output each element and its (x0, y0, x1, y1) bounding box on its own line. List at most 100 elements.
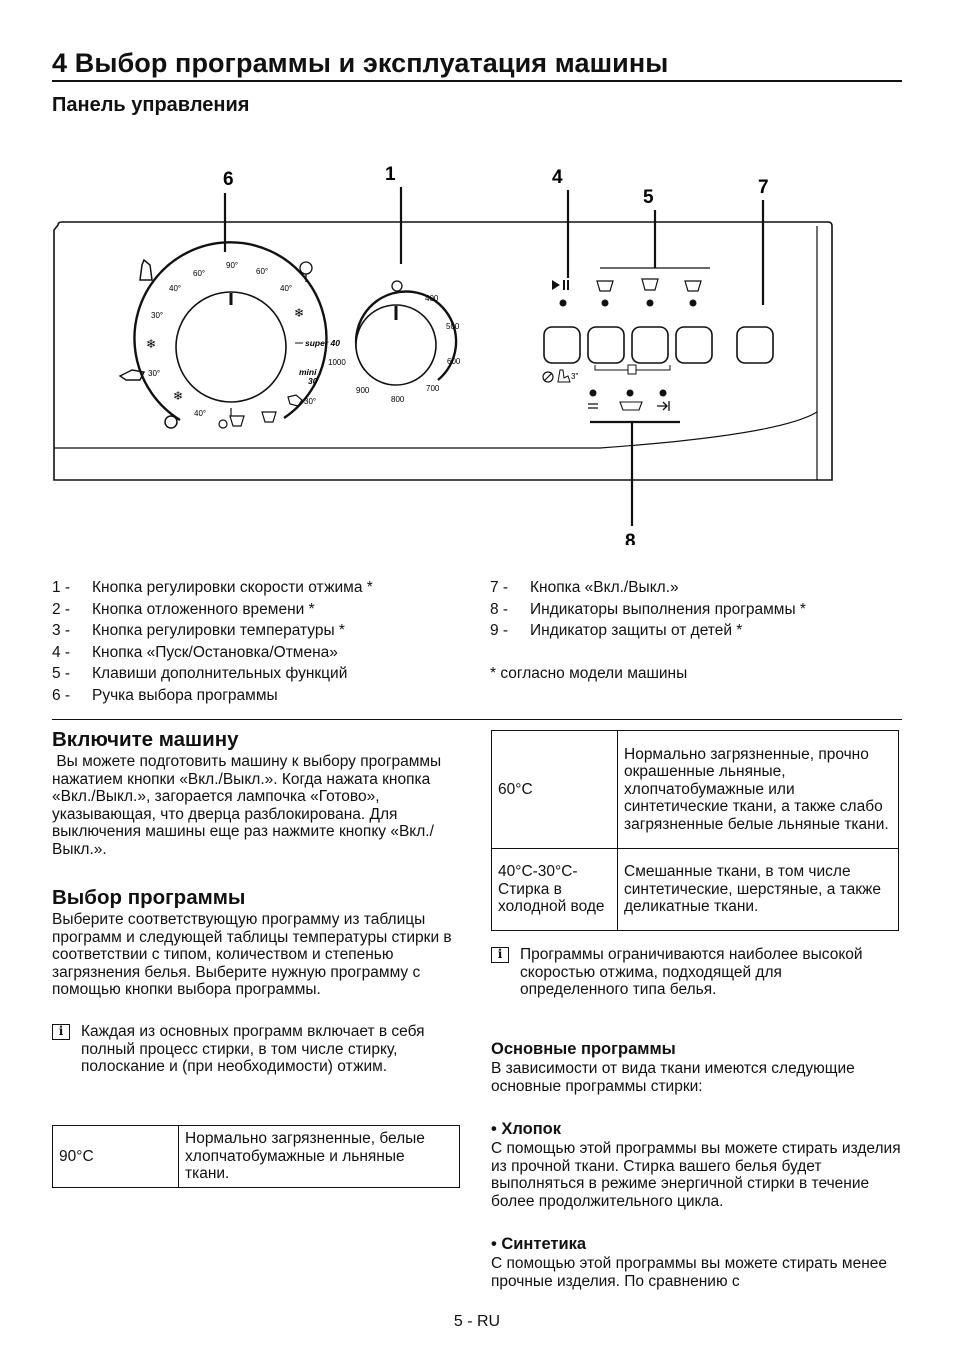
option-button-prewash[interactable] (587, 326, 625, 364)
spin-speed-label: 800 (391, 395, 405, 404)
table-cell-desc: Нормально загрязненные, белые хлопчатобу… (178, 1125, 460, 1188)
prewash-icon (596, 280, 614, 292)
rinse-tub-icon (229, 415, 245, 427)
table-row: 40°C-30°C- Стирка в холодной воде Смешан… (491, 848, 899, 931)
legend-item: 6 -Ручка выбора программы (52, 686, 278, 704)
table-cell-desc: Смешанные ткани, в том числе синтетическ… (617, 848, 899, 931)
table-row: 60°C Нормально загрязненные, прочно окра… (491, 730, 899, 849)
dial-temp-label: 60° (256, 267, 268, 276)
shirt-icon (287, 394, 303, 407)
legend-item: 5 -Клавиши дополнительных функций (52, 665, 348, 682)
dial-temp-label: 40° (194, 409, 206, 418)
dial-temp-label: 90° (226, 261, 238, 270)
spin-speed-label: 700 (426, 384, 440, 393)
callout-5: 5 (643, 187, 654, 208)
temperature-table-90: 90°C Нормально загрязненные, белые хлопч… (52, 1125, 460, 1188)
cotton-flower-icon (299, 261, 313, 275)
legend-item: 1 -Кнопка регулировки скорости отжима * (52, 579, 373, 596)
power-button[interactable] (736, 326, 774, 364)
no-sign-icon (542, 371, 554, 383)
legend-item: 2 -Кнопка отложенного времени * (52, 600, 315, 618)
callout-7: 7 (758, 177, 769, 198)
info-icon: i (52, 1024, 70, 1040)
dial-temp-label: 30° (304, 397, 316, 406)
table-cell-temp: 90°C (52, 1125, 179, 1188)
spin-speed-label: 600 (447, 357, 461, 366)
legend-item: 8 -Индикаторы выполнения программы * (490, 600, 806, 618)
door-lock-icon (588, 403, 598, 409)
wool-ball-icon (164, 415, 178, 429)
dial-temp-label: 30° (151, 311, 163, 320)
wash-progress-icon (619, 401, 643, 411)
program-synthetic-heading: • Синтетика (491, 1235, 587, 1253)
main-programs-heading: Основные программы (491, 1040, 676, 1058)
info-icon: i (491, 947, 509, 963)
page-title: 4 Выбор программы и эксплуатация машины (52, 48, 669, 78)
table-cell-temp: 60°C (491, 730, 618, 849)
callout-6: 6 (223, 169, 234, 190)
program-select-heading: Выбор программы (52, 886, 246, 909)
legend-item: 9 -Индикатор защиты от детей * (490, 622, 743, 639)
program-cotton-heading: • Хлопок (491, 1120, 562, 1138)
spin-limit-note: i Программы ограничиваются наиболее высо… (491, 946, 871, 999)
spin-icon (391, 280, 403, 292)
program-select-note: i Каждая из основных программ включает в… (52, 1023, 432, 1076)
legend-item: 7 -Кнопка «Вкл./Выкл.» (490, 579, 679, 596)
super40-label: super 40 (305, 338, 340, 348)
indicator-led (559, 299, 567, 307)
lock-icon (627, 364, 637, 375)
progress-led (626, 389, 634, 397)
note-text: Каждая из основных программ включает в с… (81, 1023, 425, 1076)
dial-temp-label: 40° (169, 284, 181, 293)
mini-label: mini (299, 367, 317, 377)
dial-temp-label: 40° (280, 284, 292, 293)
spin-speed-label: 500 (446, 322, 460, 331)
temperature-table: 60°C Нормально загрязненные, прочно окра… (491, 730, 899, 931)
table-cell-desc: Нормально загрязненные, прочно окрашенны… (617, 730, 899, 849)
switch-on-text: Вы можете подготовить машину к выбору пр… (52, 753, 446, 858)
legend-footnote: * согласно модели машины (490, 665, 688, 682)
dial-temp-label: 30° (148, 369, 160, 378)
spin-speed-dial[interactable] (354, 290, 458, 386)
program-cotton-text: С помощью этой программы вы можете стира… (491, 1140, 901, 1210)
section-divider (52, 719, 902, 720)
table-cell-temp: 40°C-30°C- Стирка в холодной воде (491, 848, 618, 931)
option-button-easy-iron[interactable] (675, 326, 713, 364)
callout-8: 8 (625, 531, 636, 545)
hand-wash-icon (118, 369, 146, 381)
progress-led (589, 389, 597, 397)
callout-1: 1 (385, 164, 396, 185)
spin-speed-label: 900 (356, 386, 370, 395)
callout-4: 4 (552, 167, 563, 188)
table-row: 90°C Нормально загрязненные, белые хлопч… (52, 1125, 460, 1188)
spin-speed-label: 1000 (328, 358, 346, 367)
child-lock-time-label: 3" (571, 372, 578, 381)
snowflake-icon: ❄ (173, 389, 183, 403)
snowflake-icon: ❄ (146, 337, 156, 351)
indicator-led (646, 299, 654, 307)
legend-right: 7 -Кнопка «Вкл./Выкл.» 8 -Индикаторы вып… (490, 577, 902, 685)
indicator-led (601, 299, 609, 307)
program-select-text: Выберите соответствующую программу из та… (52, 911, 452, 999)
page-number: 5 - RU (453, 1313, 501, 1330)
title-rule (52, 80, 902, 82)
legend-item: 4 -Кнопка «Пуск/Остановка/Отмена» (52, 643, 338, 661)
easy-iron-icon (684, 280, 702, 292)
start-pause-icon (552, 280, 560, 290)
cotton-basket-icon (139, 258, 153, 281)
dial-temp-label: 60° (193, 269, 205, 278)
main-programs-text: В зависимости от вида ткани имеются след… (491, 1060, 855, 1095)
program-selector-dial[interactable] (133, 241, 328, 422)
extra-rinse-icon (641, 278, 659, 291)
tub-icon (261, 411, 277, 423)
option-button-extra-rinse[interactable] (631, 326, 669, 364)
delay-timer-button[interactable] (543, 326, 581, 364)
indicator-led (689, 299, 697, 307)
snowflake-icon: ❄ (294, 306, 304, 320)
legend-item: 3 -Кнопка регулировки температуры * (52, 622, 345, 639)
progress-led (659, 389, 667, 397)
hand-press-icon (557, 369, 571, 383)
control-panel-diagram: 6 1 4 5 7 8 90° 60° 60° 40° 40° 30° 30° … (53, 164, 833, 545)
end-icon (657, 401, 670, 411)
legend-left: 1 -Кнопка регулировки скорости отжима * … (52, 577, 472, 706)
